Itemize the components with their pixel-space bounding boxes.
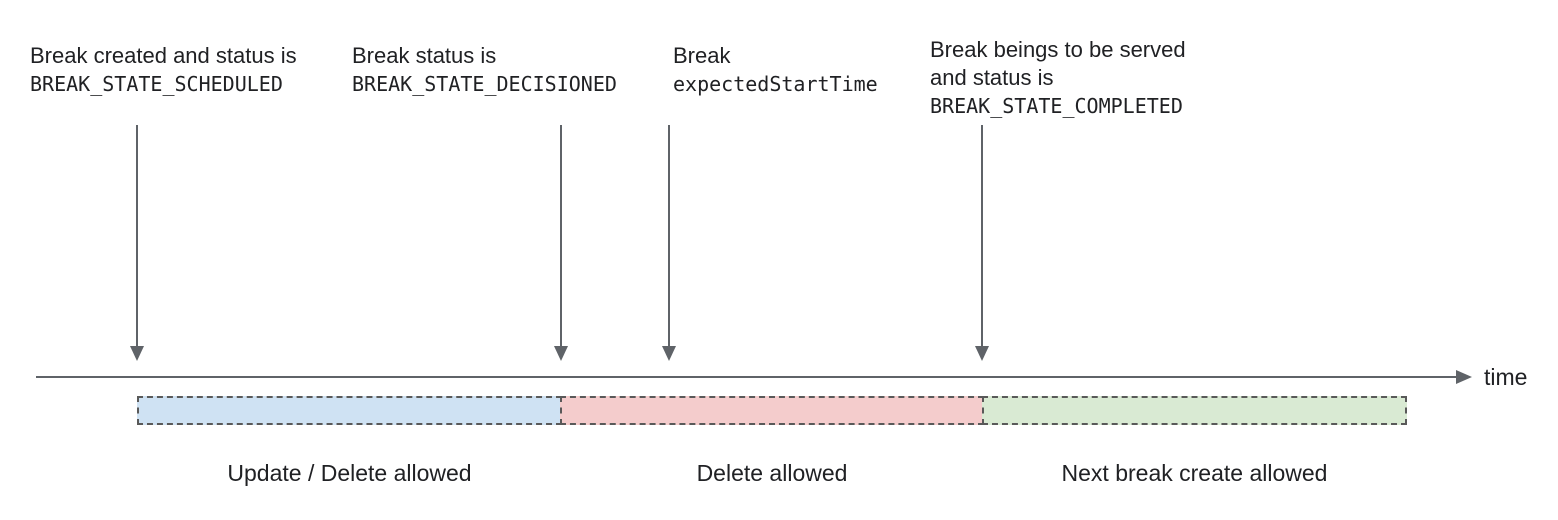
- segment-update-delete-allowed: [137, 396, 562, 425]
- annotation-break-decisioned: Break status is BREAK_STATE_DECISIONED: [352, 42, 617, 98]
- caption-update-delete-allowed: Update / Delete allowed: [227, 460, 472, 486]
- annotation-text: Break: [673, 43, 731, 68]
- annotation-text: and status is: [930, 65, 1054, 90]
- annotation-code-break-state-decisioned: BREAK_STATE_DECISIONED: [352, 72, 617, 96]
- annotation-code-expected-start-time: expectedStartTime: [673, 72, 878, 96]
- annotation-code-break-state-completed: BREAK_STATE_COMPLETED: [930, 94, 1183, 118]
- caption-next-break-create-allowed: Next break create allowed: [1061, 460, 1328, 486]
- down-arrow-icon-decisioned: [554, 125, 568, 361]
- caption-delete-allowed: Delete allowed: [696, 460, 848, 486]
- annotation-break-completed: Break beings to be served and status is …: [930, 36, 1186, 120]
- down-arrow-icon-completed: [975, 125, 989, 361]
- right-arrow-icon: [1456, 370, 1472, 384]
- segment-next-break-create-allowed: [982, 396, 1407, 425]
- annotation-text: Break created and status is: [30, 43, 297, 68]
- annotation-break-scheduled: Break created and status is BREAK_STATE_…: [30, 42, 297, 98]
- segment-delete-allowed: [560, 396, 984, 425]
- down-arrow-icon-expected-start: [662, 125, 676, 361]
- time-axis-line: [36, 376, 1456, 378]
- annotation-expected-start-time: Break expectedStartTime: [673, 42, 878, 98]
- time-axis-label: time: [1484, 364, 1528, 390]
- annotation-text: Break beings to be served: [930, 37, 1186, 62]
- annotation-code-break-state-scheduled: BREAK_STATE_SCHEDULED: [30, 72, 283, 96]
- annotation-text: Break status is: [352, 43, 497, 68]
- down-arrow-icon-scheduled: [130, 125, 144, 361]
